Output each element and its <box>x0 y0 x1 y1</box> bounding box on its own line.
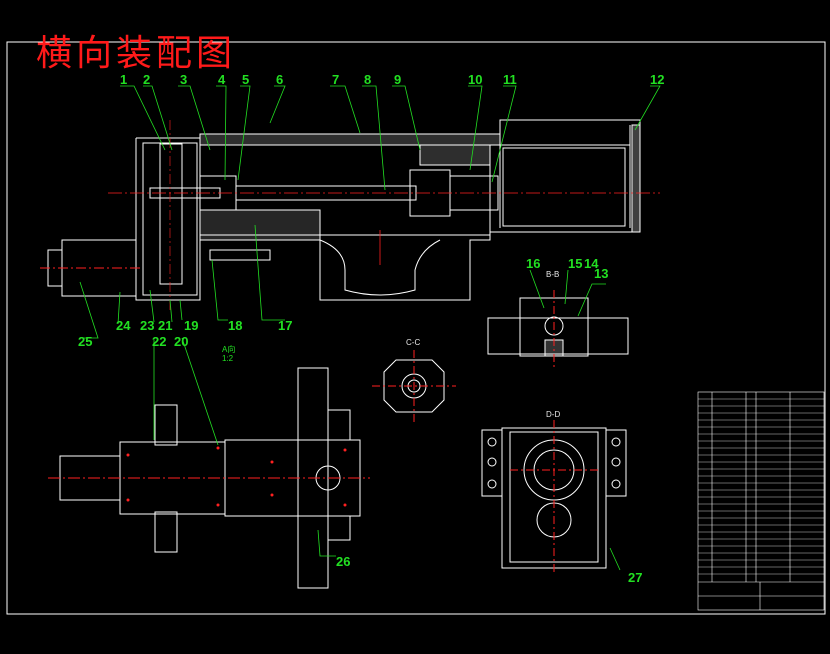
section-b-label: B-B <box>546 270 560 279</box>
part-label-8: 8 <box>364 72 372 87</box>
part-label-14: 14 <box>584 256 599 271</box>
part-label-20: 20 <box>174 334 189 349</box>
plan-view-holes <box>126 446 347 507</box>
part-label-12: 12 <box>650 72 665 87</box>
part-label-25: 25 <box>78 334 93 349</box>
part-label-16: 16 <box>526 256 541 271</box>
drawing-title: 横向装配图 <box>36 33 237 74</box>
section-b-view <box>487 290 629 370</box>
part-label-21: 21 <box>158 318 173 333</box>
part-label-26: 26 <box>336 554 351 569</box>
part-label-2: 2 <box>143 72 151 87</box>
part-label-23: 23 <box>140 318 155 333</box>
part-label-3: 3 <box>180 72 188 87</box>
section-c-view <box>372 350 456 422</box>
part-label-7: 7 <box>332 72 340 87</box>
part-label-10: 10 <box>468 72 483 87</box>
drawing-frame <box>6 41 826 615</box>
part-label-17: 17 <box>278 318 293 333</box>
part-label-22: 22 <box>152 334 167 349</box>
part-label-27: 27 <box>628 570 643 585</box>
part-label-13: 13 <box>594 266 609 281</box>
section-d-view <box>481 420 627 575</box>
leader-lines <box>79 85 661 571</box>
part-label-19: 19 <box>184 318 199 333</box>
main-view <box>135 119 641 301</box>
bom-table <box>697 391 825 611</box>
part-label-11: 11 <box>503 72 517 87</box>
detail-scale-label: 1:2 <box>222 354 234 363</box>
bom-rows <box>698 398 824 575</box>
plan-view <box>48 367 370 589</box>
section-c-label: C-C <box>406 338 421 347</box>
part-label-24: 24 <box>116 318 131 333</box>
part-label-18: 18 <box>228 318 243 333</box>
part-label-6: 6 <box>276 72 284 87</box>
detail-a-label: A向 <box>222 345 236 354</box>
part-label-9: 9 <box>394 72 402 87</box>
motor-assembly <box>40 239 140 297</box>
section-d-label: D-D <box>546 410 561 419</box>
part-label-5: 5 <box>242 72 250 87</box>
part-label-15: 15 <box>568 256 583 271</box>
part-label-1: 1 <box>120 72 128 87</box>
part-label-4: 4 <box>218 72 226 87</box>
